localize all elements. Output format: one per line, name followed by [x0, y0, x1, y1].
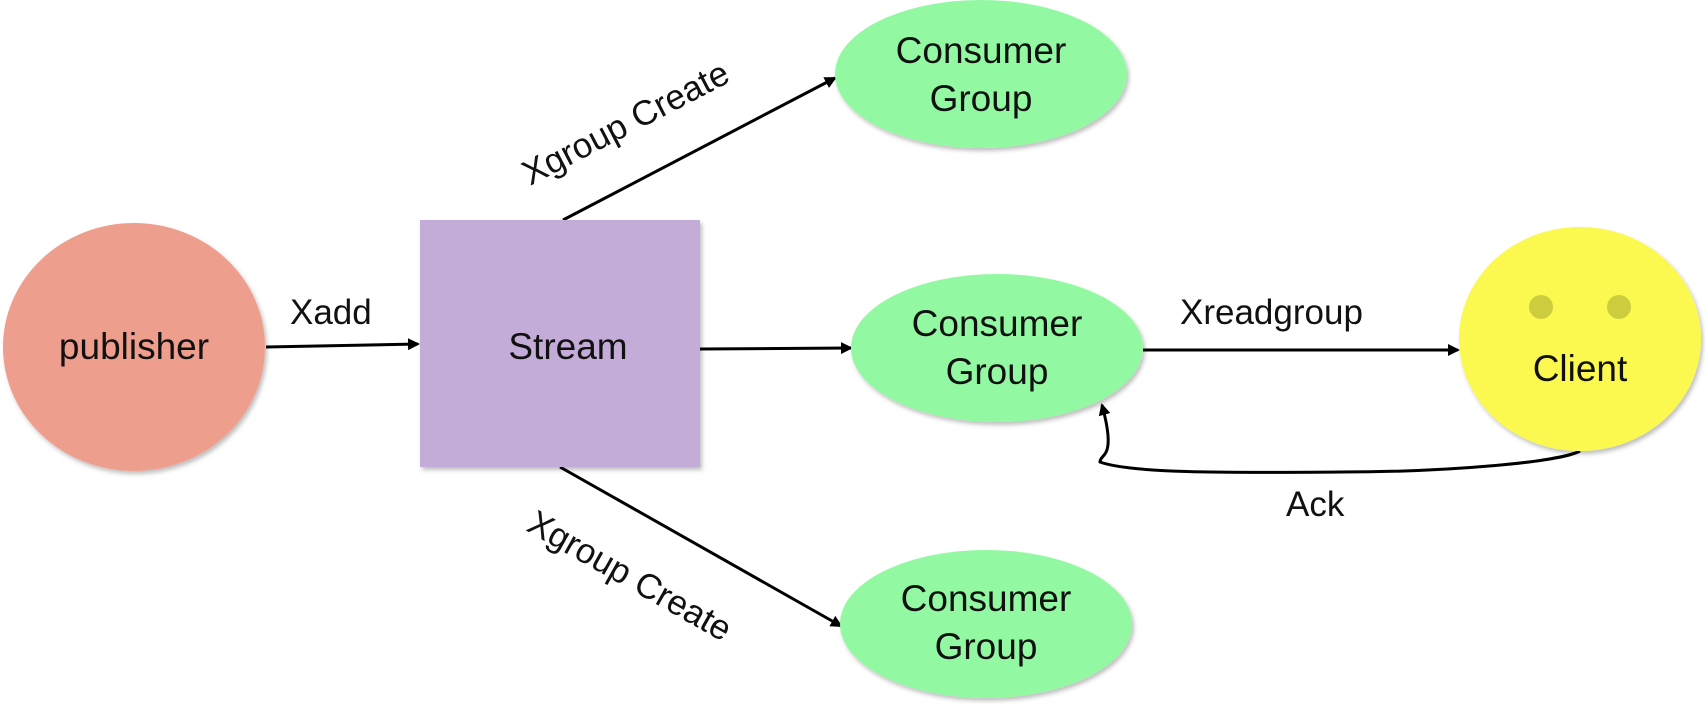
xadd-label: Xadd — [290, 293, 372, 332]
consumer-group-middle: Consumer Group — [851, 274, 1143, 422]
stream-node: Stream — [420, 220, 700, 467]
stream-label: Stream — [508, 326, 627, 367]
xgroup-create-top-label: Xgroup Create — [516, 53, 736, 193]
publisher-circle — [3, 223, 265, 471]
xgroup-create-bottom-arrow — [559, 465, 843, 628]
consumer-group-top-line2: Group — [930, 78, 1033, 119]
publisher-node: publisher — [3, 223, 265, 471]
xadd-arrow — [265, 338, 420, 351]
consumer-group-bottom-line1: Consumer — [901, 578, 1072, 619]
consumer-group-middle-ellipse — [851, 274, 1143, 422]
consumer-group-top-ellipse — [835, 0, 1127, 148]
xgroup-create-top-arrow — [562, 76, 837, 222]
ack-arrow — [1098, 403, 1581, 474]
consumer-group-bottom-ellipse — [840, 550, 1132, 698]
stream-to-group-arrow — [699, 342, 853, 355]
client-right-eye-icon — [1607, 295, 1631, 319]
client-node: Client — [1459, 227, 1701, 451]
consumer-group-middle-line2: Group — [946, 351, 1049, 392]
consumer-group-top-line1: Consumer — [896, 30, 1067, 71]
edges — [265, 76, 1581, 628]
consumer-group-middle-line1: Consumer — [912, 303, 1083, 344]
stream-box — [420, 220, 700, 467]
publisher-label: publisher — [59, 326, 209, 367]
consumer-group-bottom: Consumer Group — [840, 550, 1132, 698]
consumer-group-bottom-line2: Group — [935, 626, 1038, 667]
client-circle — [1459, 227, 1701, 451]
ack-label: Ack — [1286, 485, 1345, 524]
client-label: Client — [1533, 348, 1628, 389]
client-left-eye-icon — [1529, 295, 1553, 319]
consumer-group-top: Consumer Group — [835, 0, 1127, 148]
xgroup-create-bottom-label: Xgroup Create — [521, 503, 738, 649]
xreadgroup-label: Xreadgroup — [1180, 293, 1363, 332]
